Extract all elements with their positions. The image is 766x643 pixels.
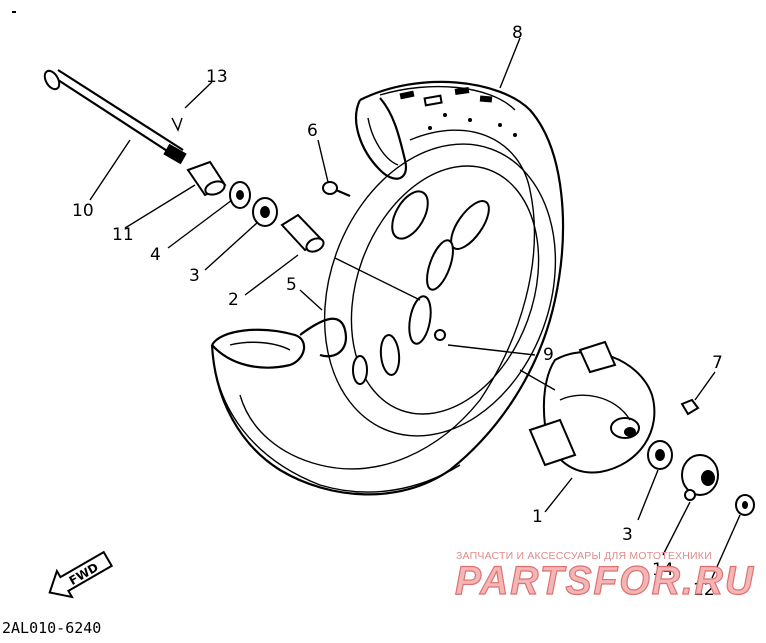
callout-2: 2 (228, 290, 239, 310)
speedometer-gear (681, 454, 719, 501)
hub (528, 340, 656, 474)
diagram-code: 2AL010-6240 (2, 619, 101, 637)
rim-cutouts (352, 190, 490, 385)
watermark-caption: ЗАПЧАСТИ И АКСЕССУАРЫ ДЛЯ МОТОТЕХНИКИ (456, 550, 712, 562)
axle (43, 69, 187, 165)
tire-section-top (355, 97, 408, 180)
callout-4: 4 (150, 245, 161, 265)
callout-12: 12 (693, 580, 715, 600)
tire-section-bottom (211, 328, 306, 369)
watermark-logo: PARTSFOR.RU (455, 559, 755, 603)
bearing-3-left (252, 197, 278, 227)
callout-7: 7 (712, 353, 723, 373)
wheel-assembly (210, 80, 565, 496)
callout-9: 9 (543, 345, 554, 365)
callout-6: 6 (307, 121, 318, 141)
callout-1: 1 (532, 507, 543, 527)
cotter-pin (171, 117, 183, 132)
watermark: ЗАПЧАСТИ И АКСЕССУАРЫ ДЛЯ МОТОТЕХНИКИ PA… (454, 550, 755, 604)
valve (434, 329, 446, 341)
spacer-11 (186, 160, 227, 197)
tread-band (379, 85, 516, 111)
callout-13: 13 (206, 67, 228, 87)
nut-12 (735, 494, 755, 516)
tire-outer (210, 80, 565, 496)
nut-7 (680, 398, 700, 416)
callout-11: 11 (112, 225, 134, 245)
bolt-6 (322, 181, 351, 198)
spacer-2 (280, 213, 325, 253)
callout-14: 14 (652, 560, 674, 580)
corner-mark (12, 11, 16, 13)
fwd-arrow: FWD (48, 550, 114, 599)
rim-inner (350, 165, 540, 415)
rim-outer (323, 143, 557, 437)
callout-5: 5 (286, 275, 297, 295)
callout-3-left: 3 (189, 266, 200, 286)
callout-3-right: 3 (622, 525, 633, 545)
bearing-3-right (647, 440, 673, 470)
tread-pattern (399, 87, 517, 137)
rim-flange (299, 317, 348, 358)
leader-lines (89, 37, 741, 579)
bearing-4 (229, 181, 251, 209)
callout-8: 8 (512, 23, 523, 43)
tire-sidewall (239, 129, 536, 470)
callout-10: 10 (72, 201, 94, 221)
